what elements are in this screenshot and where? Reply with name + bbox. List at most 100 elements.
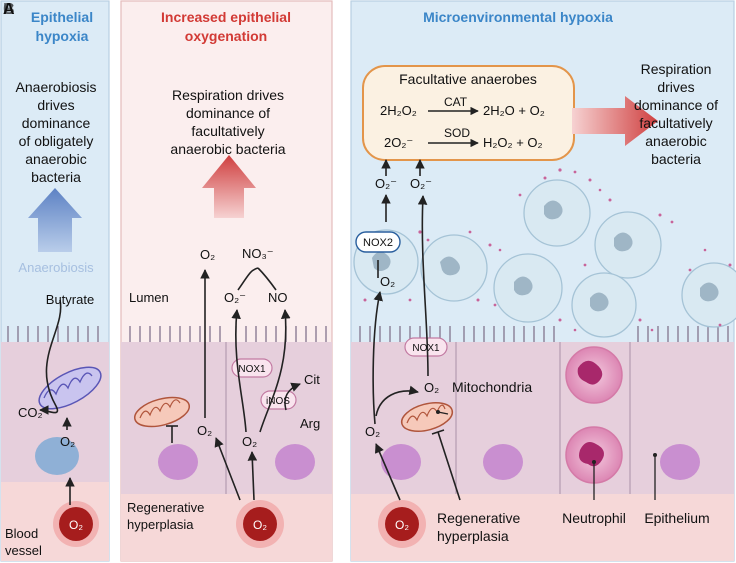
panel-b-regen-1: Regenerative [127, 500, 204, 515]
panel-b-blood-vessel [236, 500, 284, 548]
panel-b-nox1-arrow [231, 309, 247, 433]
panel-c-claim-1: Respiration [641, 61, 712, 77]
superoxide-b: O₂⁻ [410, 176, 432, 191]
panel-b-title-2: oxygenation [185, 28, 267, 44]
panel-c [350, 0, 736, 562]
mitochondria-label: Mitochondria [452, 379, 532, 395]
panel-c-o2-lumen-arrow [372, 291, 383, 425]
panel-a-nucleus [35, 437, 79, 475]
panel-c-claim-4: facultatively [639, 115, 712, 131]
butyrate-arrow [39, 299, 62, 415]
arg-label: Arg [300, 416, 320, 431]
panel-b-nucleus-left [158, 444, 198, 480]
no3-label: NO₃⁻ [242, 246, 274, 261]
panel-a-title-2: hypoxia [36, 28, 89, 44]
panel-c-mitochondrion [400, 402, 454, 432]
inos-label: iNOS [266, 396, 290, 407]
neutrophil-label: Neutrophil [562, 510, 626, 526]
panel-c-title: Microenvironmental hypoxia [423, 9, 613, 25]
panel-c-nucleus-2 [483, 444, 523, 480]
panel-b-inos-arrow [259, 309, 291, 433]
panel-a-claim-1: Anaerobiosis [16, 79, 97, 95]
panel-a [0, 0, 110, 562]
nox2-label: NOX2 [363, 237, 393, 249]
panel-a-title-1: Epithelial [31, 9, 93, 25]
panel-a-microvilli [7, 326, 99, 342]
eq2-right: H₂O₂ + O₂ [483, 135, 543, 150]
cit-label: Cit [304, 372, 320, 387]
panel-a-claim-2: drives [37, 97, 74, 113]
panel-a-claim-3: dominance [22, 115, 91, 131]
panel-a-co2-label: CO₂ [18, 405, 43, 420]
panel-c-inhibit-bar [431, 429, 445, 435]
panel-c-claim-5: anaerobic [645, 133, 707, 149]
panel-a-o2-label: O₂ [60, 434, 75, 449]
eq2-left: 2O₂⁻ [384, 135, 413, 150]
panel-c-o2-nox2: O₂ [380, 274, 395, 289]
panel-b-nucleus-right [275, 444, 315, 480]
panel-b-o2-top: O₂ [200, 247, 215, 262]
panel-c-claim-3: dominance of [634, 97, 718, 113]
eq2-enzyme: SOD [444, 126, 470, 140]
panel-c-nox1-label: NOX1 [412, 343, 440, 354]
panel-b-microvilli [129, 326, 327, 342]
panel-b-merge-right [257, 267, 277, 291]
eq1-right: 2H₂O + O₂ [483, 103, 545, 118]
panel-b-vessel-o2: O₂ [253, 518, 267, 532]
nox2-pill [355, 231, 401, 253]
panel-c-o2-left: O₂ [365, 424, 380, 439]
panel-b-vessel-arrow-right [247, 451, 258, 501]
panel-c-claim-2: drives [657, 79, 694, 95]
panel-b-claim-1: Respiration drives [172, 87, 284, 103]
respiration-arrow [202, 155, 256, 218]
panel-c-nox1-pill [404, 337, 448, 357]
panel-b-vessel-arrow-left [214, 437, 241, 501]
panel-c-inhibit-line [437, 431, 461, 501]
anaerobiosis-label: Anaerobiosis [18, 260, 94, 275]
panel-c-neutrophil-upper [565, 346, 623, 404]
panel-c-nucleus-1 [381, 444, 421, 480]
lumen-label: Lumen [129, 290, 169, 305]
panel-b-letter: B [3, 1, 15, 18]
panel-b-claim-3: facultatively [191, 123, 264, 139]
box-title: Facultative anaerobes [399, 71, 537, 87]
panel-c-nox1-arrow [417, 195, 429, 377]
panel-b-lamina [121, 494, 332, 561]
blood-vessel-label-1: Blood [5, 526, 38, 541]
blood-vessel-label-2: vessel [5, 543, 42, 558]
superoxide-a: O₂⁻ [375, 176, 397, 191]
panel-b-title-1: Increased epithelial [161, 9, 291, 25]
panel-b-o2-mid: O₂ [242, 434, 257, 449]
panel-c-o2-mito: O₂ [424, 380, 439, 395]
eq1-enzyme: CAT [444, 95, 468, 109]
panel-a-mitochondrion [38, 366, 102, 410]
ros-speckles [363, 168, 732, 332]
panel-a-blood-vessel [53, 501, 99, 547]
butyrate-label: Butyrate [46, 292, 94, 307]
epithelium-label: Epithelium [644, 510, 709, 526]
panel-a-claim-6: bacteria [31, 169, 81, 185]
panel-c-respiration-arrow [572, 96, 658, 146]
panel-b-cit-arrow [284, 382, 301, 411]
panel-c-o2-mito-arrow [375, 385, 419, 417]
no-label: NO [268, 290, 288, 305]
panel-c-neutrophil-lower [565, 426, 623, 484]
panel-b-regen-2: hyperplasia [127, 517, 194, 532]
anaerobiosis-arrow [28, 188, 82, 252]
panel-b-claim-2: dominance of [186, 105, 270, 121]
panel-b-superoxide: O₂⁻ [224, 290, 246, 305]
panel-c-letter: C [3, 1, 15, 18]
panel-c-regen-1: Regenerative [437, 510, 520, 526]
panel-b-claim-4: anaerobic bacteria [170, 141, 285, 157]
panel-a-vessel-o2: O₂ [69, 518, 83, 532]
panel-c-vessel-arrow [374, 443, 401, 501]
panel-c-blood-vessel [378, 500, 426, 548]
panel-a-claim-4: of obligately [19, 133, 94, 149]
panel-c-nucleus-3 [660, 444, 700, 480]
panel-c-claim-6: bacteria [651, 151, 701, 167]
panel-b-nox1-label: NOX1 [238, 364, 266, 375]
panel-c-regen-2: hyperplasia [437, 528, 509, 544]
panel-a-letter: A [3, 1, 15, 18]
panel-b-merge-left [237, 267, 259, 291]
